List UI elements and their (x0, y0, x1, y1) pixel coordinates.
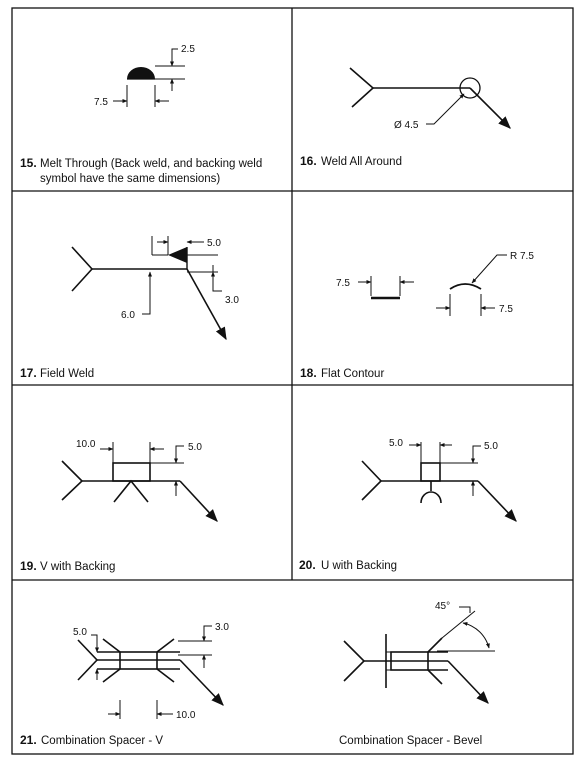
dim-spacer-height-left: 5.0 (73, 627, 87, 638)
u-groove-symbol (420, 491, 442, 504)
caption: Weld All Around (321, 156, 402, 168)
dim-width: 7.5 (94, 97, 108, 108)
caption-number: 15. (20, 156, 37, 170)
dim-backing-height: 5.0 (484, 441, 498, 452)
caption-number: 16. (300, 154, 317, 168)
backing-symbol (112, 462, 151, 482)
cell-17: 5.0 3.0 6.0 17. Field Weld (20, 236, 239, 380)
dim-arc-width: 7.5 (499, 304, 513, 315)
dim-flat-width: 7.5 (336, 278, 350, 289)
dim-spacer-height-right: 3.0 (215, 622, 229, 633)
cell-19: 10.0 5.0 19. V with Backing (20, 439, 218, 573)
caption-number: 20. (299, 558, 316, 572)
caption-number: 19. (20, 559, 37, 573)
dim-spacer-width: 10.0 (176, 710, 196, 721)
caption: U with Backing (321, 560, 397, 572)
dim-backing-width: 10.0 (76, 439, 96, 450)
spacer-symbol (390, 651, 429, 671)
spacer-symbol (119, 651, 158, 670)
convex-contour-arc (449, 283, 482, 290)
cell-21: 5.0 3.0 10.0 21. Combination Spacer - V (20, 622, 229, 747)
caption: Flat Contour (321, 368, 384, 380)
cell-15: 2.5 7.5 15. Melt Through (Back weld, and… (20, 44, 262, 185)
dim-radius: R 7.5 (510, 251, 534, 262)
backing-symbol (420, 462, 441, 482)
caption: Combination Spacer - V (41, 735, 163, 747)
caption-line-2: symbol have the same dimensions) (40, 173, 220, 185)
dim-backing-height: 5.0 (188, 442, 202, 453)
cell-16: Ø 4.5 16. Weld All Around (300, 67, 511, 168)
cell-22: 45° Combination Spacer - Bevel (339, 601, 495, 747)
dim-size: 3.0 (225, 295, 239, 306)
melt-through-symbol (127, 67, 155, 79)
dim-backing-width: 5.0 (389, 438, 403, 449)
all-around-circle (459, 77, 481, 99)
field-weld-flag (168, 247, 187, 263)
caption: Field Weld (40, 368, 94, 380)
caption: V with Backing (40, 561, 115, 573)
dim-bevel-angle: 45° (435, 601, 450, 612)
cell-18: 7.5 R 7.5 7.5 18. Flat Contour (300, 251, 534, 380)
cell-20: 5.0 5.0 20. U with Backing (299, 438, 517, 572)
caption-number: 18. (300, 366, 317, 380)
v-groove-symbol (113, 479, 149, 503)
dim-flag-width: 5.0 (207, 238, 221, 249)
caption-line-1: Melt Through (Back weld, and backing wel… (40, 158, 262, 170)
dim-diameter: Ø 4.5 (394, 120, 419, 131)
grid-frame (11, 7, 574, 755)
dim-length: 6.0 (121, 310, 135, 321)
caption: Combination Spacer - Bevel (339, 735, 482, 747)
caption-number: 21. (20, 733, 37, 747)
dim-height: 2.5 (181, 44, 195, 55)
caption-number: 17. (20, 366, 37, 380)
